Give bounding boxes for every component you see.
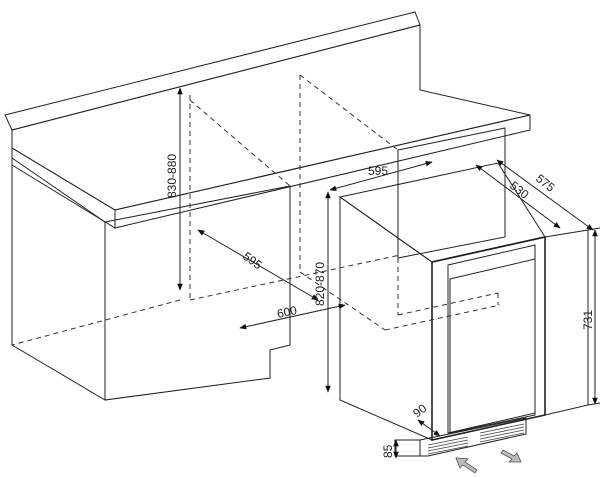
countertop xyxy=(4,11,531,229)
door-frame xyxy=(431,236,546,441)
label-niche-width-diag: 595 xyxy=(240,249,265,272)
air-exhaust-arrow-icon xyxy=(500,449,522,463)
label-plinth-depth: 90 xyxy=(410,401,429,420)
wine-cooler xyxy=(338,162,589,441)
air-intake-arrow-icon xyxy=(455,457,478,474)
label-depth-body: 530 xyxy=(507,178,532,202)
left-cabinet xyxy=(11,157,291,401)
door-glass xyxy=(449,258,536,434)
dimension-lines xyxy=(177,87,601,459)
label-appliance-height-range: 820-870 xyxy=(313,262,327,306)
label-cabinet-height: 830-880 xyxy=(165,154,179,198)
label-niche-depth: 600 xyxy=(276,303,299,321)
niche-outline xyxy=(11,74,501,346)
label-plinth-height: 85 xyxy=(381,444,395,458)
label-appliance-height: 731 xyxy=(581,310,595,330)
plinth xyxy=(394,417,527,457)
label-depth-total: 575 xyxy=(533,171,558,195)
label-niche-width-top: 595 xyxy=(368,164,388,178)
right-wall-panel xyxy=(397,127,506,259)
